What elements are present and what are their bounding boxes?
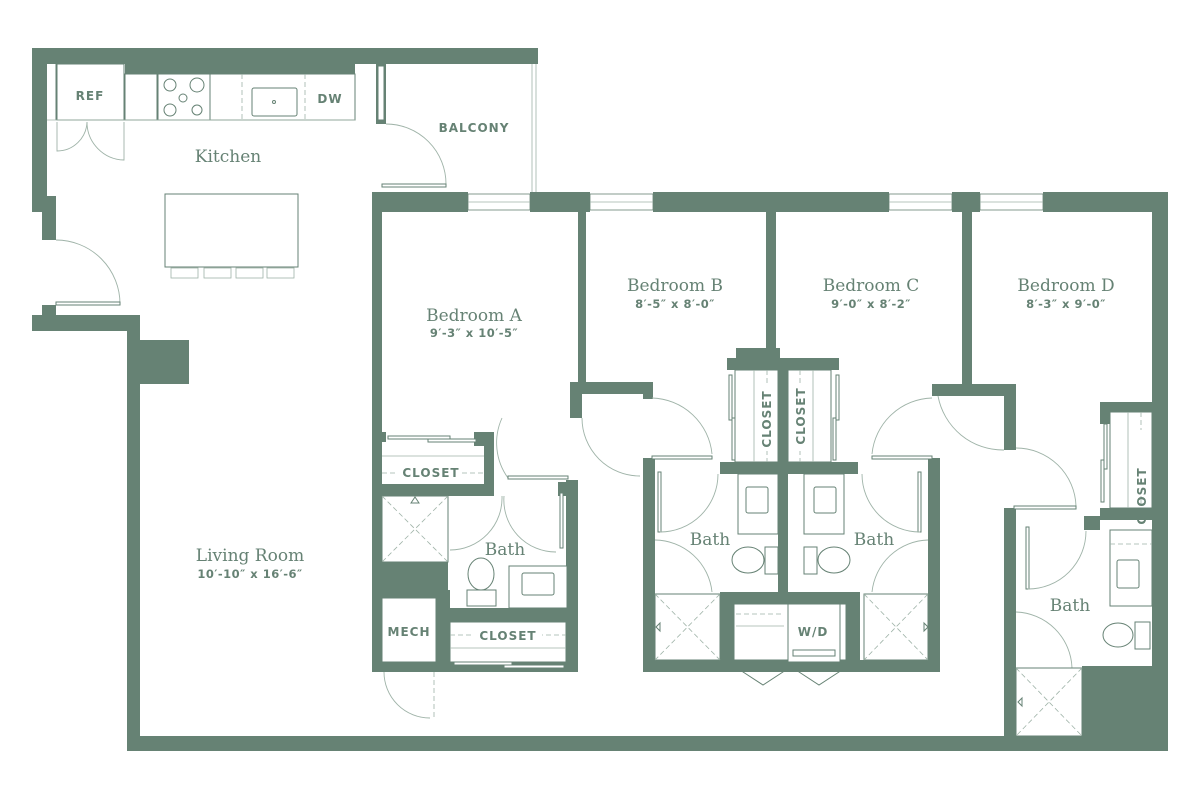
bedroom-a-name: Bedroom A (426, 306, 523, 326)
closet-d-label: CLOSET (1135, 467, 1149, 524)
bedroom-a-dims: 9′-3″ x 10′-5″ (430, 326, 518, 340)
closet-a-label: CLOSET (402, 466, 459, 480)
refrigerator (56, 63, 125, 121)
wall-se-block (1082, 666, 1168, 751)
wall-bottom (127, 736, 1168, 751)
bath-c-door-swing[interactable] (871, 397, 933, 455)
wall-entry-ledge (32, 315, 140, 331)
interior-walls (372, 192, 1152, 751)
wall-center-baths (778, 358, 788, 668)
mech-label: MECH (388, 625, 431, 639)
wall-bedroom-a-left (372, 192, 382, 670)
living-room-dims: 10′-10″ x 16′-6″ (197, 567, 302, 581)
kitchen-island (164, 193, 299, 268)
bath-d: Bath (1013, 447, 1153, 737)
bath-b-name: Bath (690, 530, 730, 550)
vanity-b (737, 473, 779, 535)
entry-door[interactable] (55, 301, 121, 306)
kitchen-name: Kitchen (195, 147, 261, 167)
shower-b (654, 593, 721, 661)
exterior-walls (32, 48, 1168, 751)
bedroom-doors (581, 395, 1005, 477)
bedroom-c-dims: 9′-0″ x 8′-2″ (831, 297, 911, 311)
laundry: W/D (733, 603, 847, 686)
closet-c-label: CLOSET (794, 387, 808, 444)
vanity-d (1109, 529, 1153, 607)
kitchen: REF DW Kitchen (47, 63, 356, 306)
wall-top-bedroom-a-left (372, 192, 468, 212)
column-living (127, 340, 189, 384)
wall-left-living (127, 315, 140, 751)
bath-a: Bath (381, 417, 569, 609)
balcony-label: BALCONY (439, 121, 510, 135)
balcony-door-swing[interactable] (385, 123, 447, 185)
balcony: BALCONY (376, 64, 510, 188)
toilet-a (467, 557, 495, 591)
wd-label: W/D (798, 625, 829, 639)
bath-a-name: Bath (485, 540, 525, 560)
wall-entry-jamb (42, 305, 56, 317)
bath-d-door-swing[interactable] (1015, 447, 1077, 507)
counter (209, 73, 356, 121)
bath-c-name: Bath (854, 530, 894, 550)
bath-b-door[interactable] (651, 455, 713, 460)
toilet-d (1102, 622, 1134, 648)
bath-b: Bath (651, 397, 779, 661)
bedroom-d-closet: CLOSET (1100, 411, 1153, 525)
kitchen-sink (251, 87, 298, 117)
wall-top-d-right (1043, 192, 1168, 212)
wall-top-a-b (530, 192, 590, 212)
bath-d-door[interactable] (1013, 505, 1077, 510)
bedroom-c-name: Bedroom C (823, 276, 920, 296)
entry-door-swing[interactable] (55, 239, 121, 305)
bedroom-d-name: Bedroom D (1017, 276, 1114, 296)
shower-a (381, 495, 449, 563)
mech-door-swing[interactable] (383, 671, 431, 719)
bedroom-b-dims: 8′-5″ x 8′-0″ (635, 297, 715, 311)
laundry-bifold-left[interactable] (739, 669, 787, 686)
closet-door[interactable] (387, 435, 451, 440)
toilet-c (817, 546, 851, 574)
shower-c (863, 593, 929, 661)
ref-label: REF (76, 89, 105, 103)
shower-d (1015, 667, 1083, 737)
wall-left-kitchen (32, 48, 47, 212)
windows (467, 64, 1044, 211)
bedroom-c: Bedroom C 9′-0″ x 8′-2″ (823, 276, 920, 311)
toilet-b (731, 546, 765, 574)
bath-a-closet: CLOSET (449, 621, 567, 669)
bath-c: Bath (803, 397, 933, 661)
wall-right (1152, 192, 1168, 751)
bedroom-a-closet: CLOSET (382, 435, 484, 480)
vanity-a (508, 565, 568, 609)
bedroom-b: Bedroom B 8′-5″ x 8′-0″ (627, 276, 723, 311)
vanity-c (803, 473, 845, 535)
bath-c-door[interactable] (871, 455, 933, 460)
closet-bath-a-label: CLOSET (479, 629, 536, 643)
mech-closet: MECH (381, 597, 437, 719)
bath-b-door-swing[interactable] (651, 397, 713, 455)
balcony-door[interactable] (381, 183, 447, 188)
closet-b-label: CLOSET (760, 390, 774, 447)
living-room-name: Living Room (196, 546, 304, 566)
wall-left-jamb (42, 196, 56, 240)
wall-bath-d-left (1004, 508, 1016, 751)
bedroom-d-dims: 8′-3″ x 9′-0″ (1026, 297, 1106, 311)
dw-label: DW (317, 92, 342, 106)
fridge-door-swing (56, 121, 88, 152)
bedroom-a: Bedroom A 9′-3″ x 10′-5″ (426, 306, 523, 340)
living-room: Living Room 10′-10″ x 16′-6″ (196, 546, 304, 581)
bedroom-d: Bedroom D 8′-3″ x 9′-0″ (1017, 276, 1114, 311)
wall-top-kitchen (32, 48, 538, 64)
laundry-bifold-right[interactable] (795, 669, 843, 686)
bath-a-door[interactable] (507, 475, 569, 480)
bedroom-b-name: Bedroom B (627, 276, 723, 296)
bath-d-name: Bath (1050, 596, 1090, 616)
bath-a-door-swing[interactable] (496, 417, 509, 479)
center-closets: CLOSET CLOSET (728, 369, 840, 463)
